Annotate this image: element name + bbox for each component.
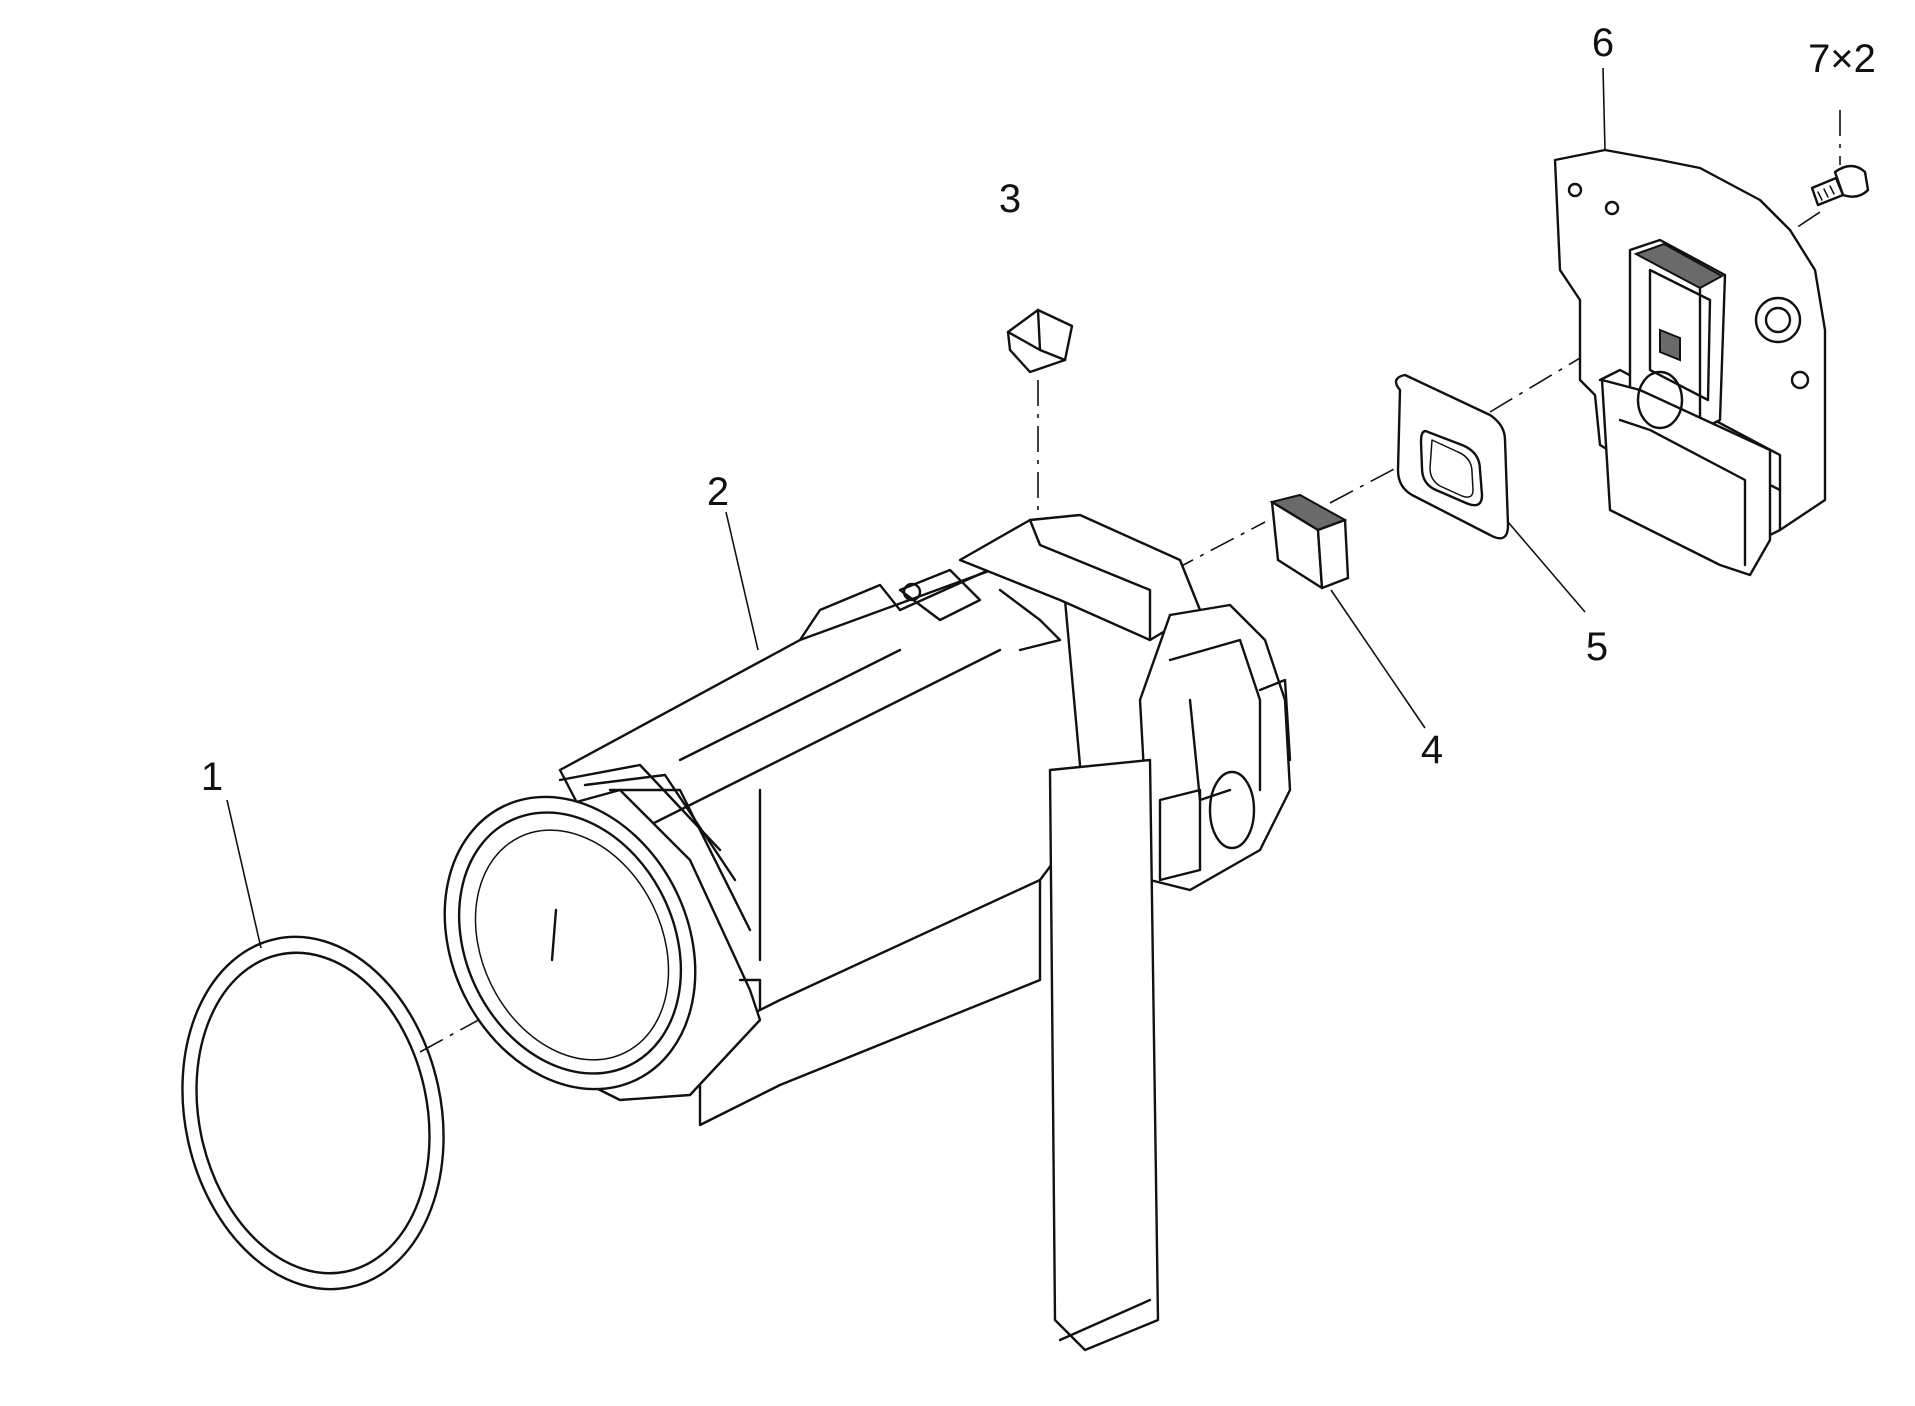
part-4-optical-filter xyxy=(1269,493,1350,590)
callout-4: 4 xyxy=(1421,728,1443,772)
callout-3: 3 xyxy=(999,177,1021,221)
part-6-ccd-board xyxy=(1553,148,1827,577)
leader-lines xyxy=(226,67,1606,949)
part-3-angle-sheet xyxy=(1006,308,1074,374)
callout-labels: 1 2 3 4 5 6 7×2 xyxy=(201,21,1876,799)
callout-7: 7×2 xyxy=(1808,37,1876,81)
part-5-gasket xyxy=(1394,373,1510,540)
callout-6: 6 xyxy=(1592,21,1614,65)
callout-5: 5 xyxy=(1586,625,1608,669)
part-1-filter-ring xyxy=(181,935,445,1291)
part-2-lens-block xyxy=(443,513,1292,1352)
callout-1: 1 xyxy=(201,755,223,799)
part-7-screw xyxy=(1810,164,1870,207)
callout-2: 2 xyxy=(707,470,729,514)
